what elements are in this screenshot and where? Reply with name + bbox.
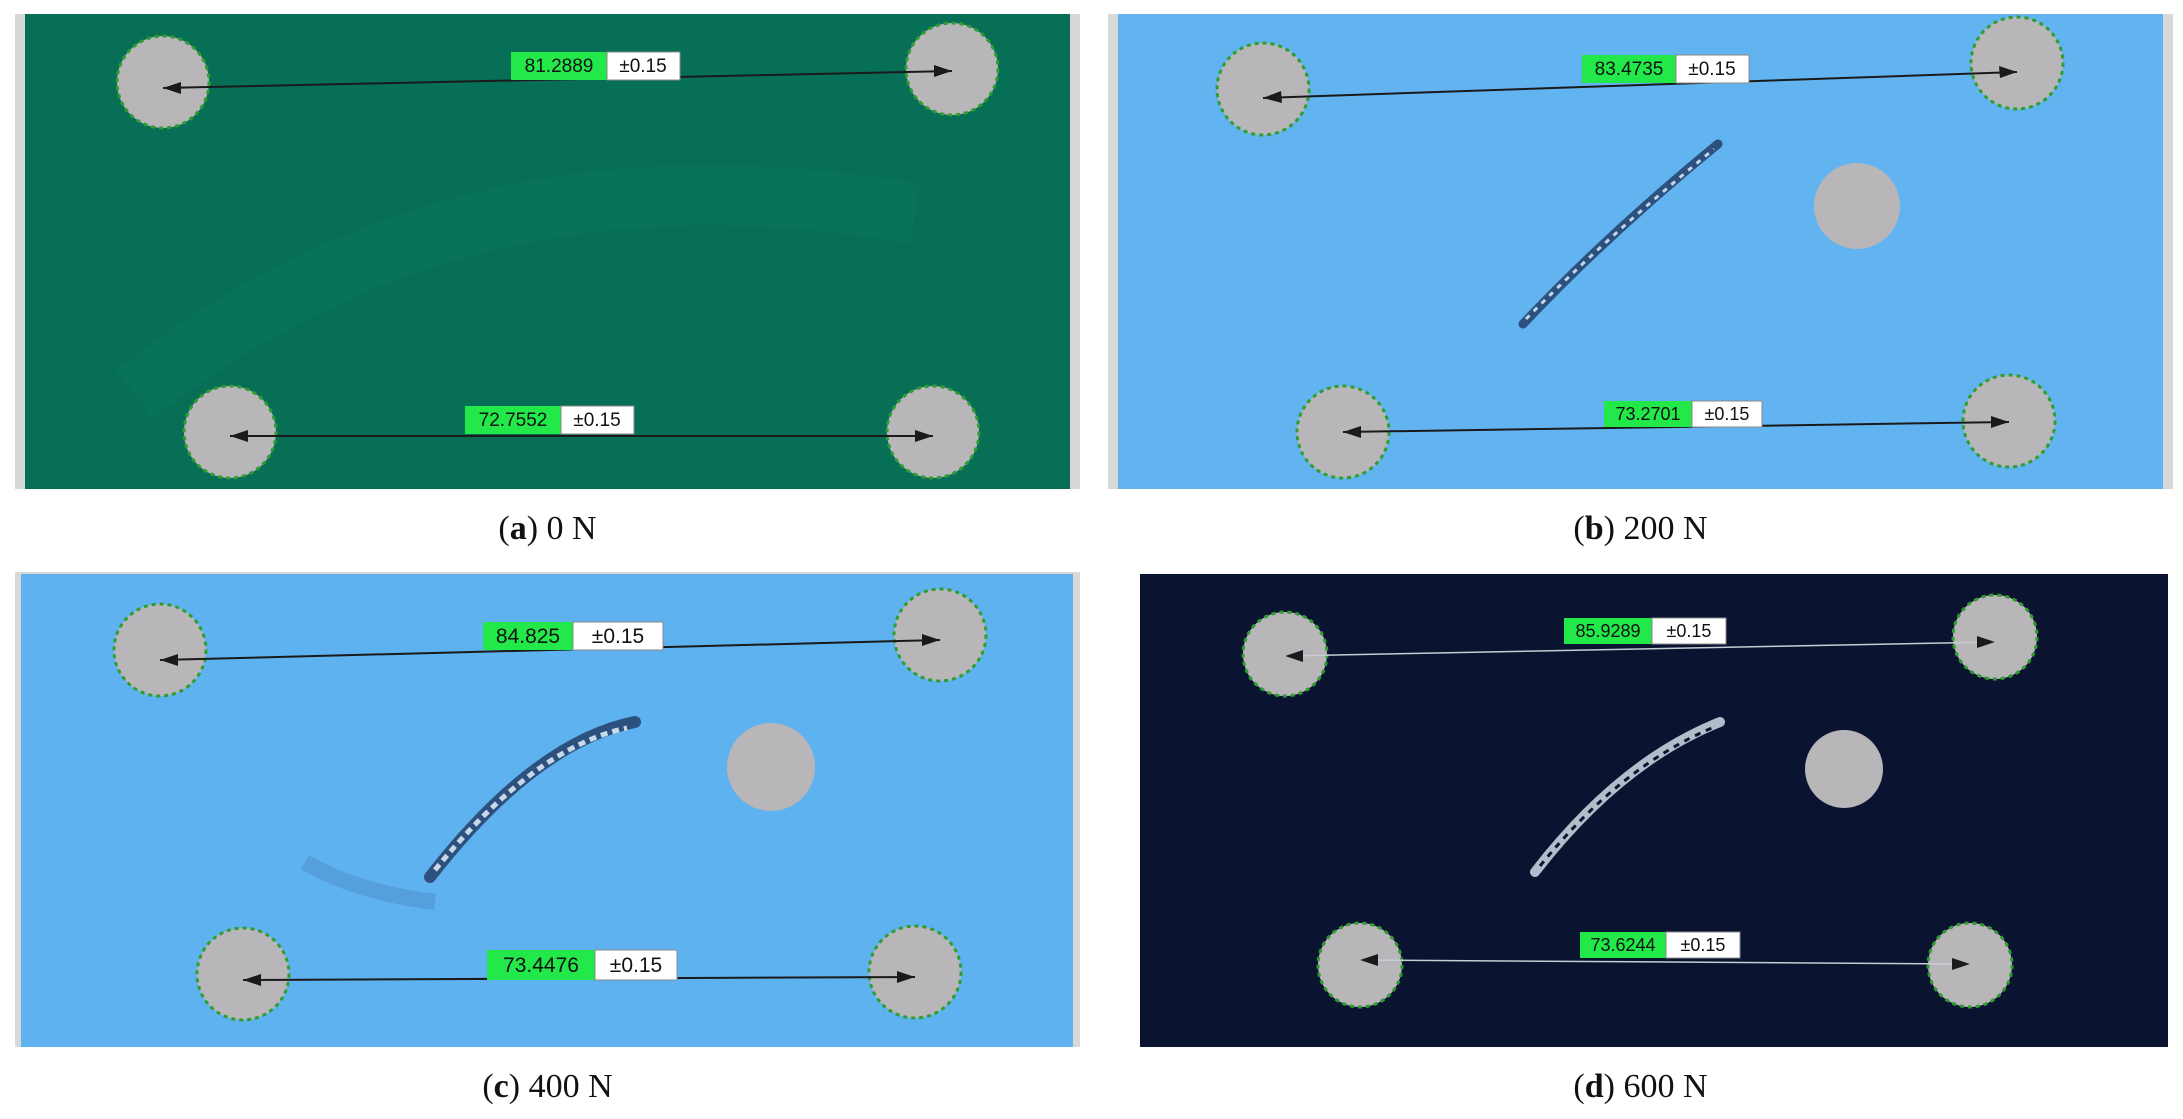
panel-d-scan: 85.9289 ±0.15 73.6244 ±0.15 — [1140, 572, 2170, 1047]
measurement-top-tolerance: ±0.15 — [619, 56, 666, 77]
measurement-bottom-tolerance: ±0.15 — [1681, 935, 1726, 955]
measurement-top: 83.4735 ±0.15 — [1582, 54, 1750, 84]
scan-svg-b: 83.4735 ±0.15 73.2701 ±0.15 — [1108, 14, 2173, 489]
measurement-bottom-value: 73.4476 — [503, 954, 579, 977]
marker-bottom-left — [182, 384, 278, 480]
dimension-line-top — [1262, 66, 2018, 103]
marker-bottom-right — [885, 384, 981, 480]
panel-a-scan: 81.2889 ±0.15 72.7552 ±0.15 — [15, 14, 1080, 489]
crack-highlight — [433, 725, 628, 872]
measurement-top-tolerance: ±0.15 — [1667, 621, 1712, 641]
measurement-top: 84.825 ±0.15 — [483, 621, 664, 651]
panel-b-scan: 83.4735 ±0.15 73.2701 ±0.15 — [1108, 14, 2173, 489]
crack — [424, 716, 641, 883]
marker-top-left — [115, 34, 211, 130]
measurement-bottom-tolerance: ±0.15 — [1705, 404, 1750, 424]
scan-svg-a: 81.2889 ±0.15 72.7552 ±0.15 — [15, 14, 1080, 489]
caption-b-load: 200 N — [1623, 510, 1708, 547]
caption-c: (c) 400 N — [482, 1068, 613, 1105]
marker-bottom-left — [1316, 921, 1404, 1009]
measurement-bottom-tolerance: ±0.15 — [610, 954, 662, 977]
marker-bottom-right — [1961, 373, 2057, 469]
measurement-bottom: 73.4476 ±0.15 — [487, 949, 678, 981]
measurement-bottom-value: 73.2701 — [1615, 404, 1680, 424]
marker-top-right — [892, 587, 988, 683]
measurement-bottom-value: 72.7552 — [479, 410, 548, 431]
caption-c-letter: c — [493, 1068, 509, 1105]
marker-bottom-left — [195, 926, 291, 1022]
caption-d-load: 600 N — [1623, 1068, 1708, 1105]
caption-a: (a) 0 N — [498, 510, 597, 547]
dimension-line-top — [1284, 636, 1996, 662]
measurement-top-tolerance: ±0.15 — [592, 625, 644, 648]
caption-b-letter: b — [1584, 510, 1604, 547]
measurement-top-value: 83.4735 — [1595, 59, 1664, 80]
measurement-bottom-value: 73.6244 — [1590, 935, 1655, 955]
dimension-line-bottom — [230, 430, 933, 442]
crack-highlight — [1524, 147, 1715, 321]
measurement-top-value: 81.2889 — [525, 56, 594, 77]
extra-hole — [727, 723, 815, 811]
marker-bottom-right — [1926, 921, 2014, 1009]
dimension-line-bottom — [1359, 954, 1971, 970]
measurement-top: 81.2889 ±0.15 — [511, 51, 681, 81]
measurement-bottom-tolerance: ±0.15 — [573, 410, 620, 431]
measurement-top-tolerance: ±0.15 — [1688, 59, 1735, 80]
measurement-top-value: 85.9289 — [1575, 621, 1640, 641]
marker-top-right — [1969, 15, 2065, 111]
extra-hole — [1805, 730, 1883, 808]
extra-hole — [1814, 163, 1900, 249]
marker-top-left — [1215, 41, 1311, 137]
measurement-top-value: 84.825 — [496, 625, 560, 648]
marker-bottom-right — [867, 924, 963, 1020]
caption-d-letter: d — [1584, 1068, 1604, 1105]
panel-c-scan: 84.825 ±0.15 73.4476 ±0.15 — [15, 572, 1080, 1047]
measurement-bottom: 72.7552 ±0.15 — [465, 405, 635, 435]
scan-svg-d: 85.9289 ±0.15 73.6244 ±0.15 — [1140, 572, 2170, 1047]
crack-shadow — [300, 855, 436, 910]
caption-d: (d) 600 N — [1573, 1068, 1708, 1105]
caption-a-load: 0 N — [546, 510, 597, 547]
measurement-top: 85.9289 ±0.15 — [1564, 617, 1727, 645]
caption-a-letter: a — [509, 510, 527, 547]
marker-top-left — [1241, 610, 1329, 698]
measurement-bottom: 73.6244 ±0.15 — [1580, 931, 1741, 959]
marker-top-right — [904, 21, 1000, 117]
measurement-bottom: 73.2701 ±0.15 — [1604, 400, 1763, 428]
surface-shading — [116, 165, 921, 418]
caption-c-load: 400 N — [528, 1068, 613, 1105]
caption-b: (b) 200 N — [1573, 510, 1708, 547]
scan-svg-c: 84.825 ±0.15 73.4476 ±0.15 — [15, 572, 1080, 1047]
marker-top-left — [112, 602, 208, 698]
marker-top-right — [1951, 593, 2039, 681]
